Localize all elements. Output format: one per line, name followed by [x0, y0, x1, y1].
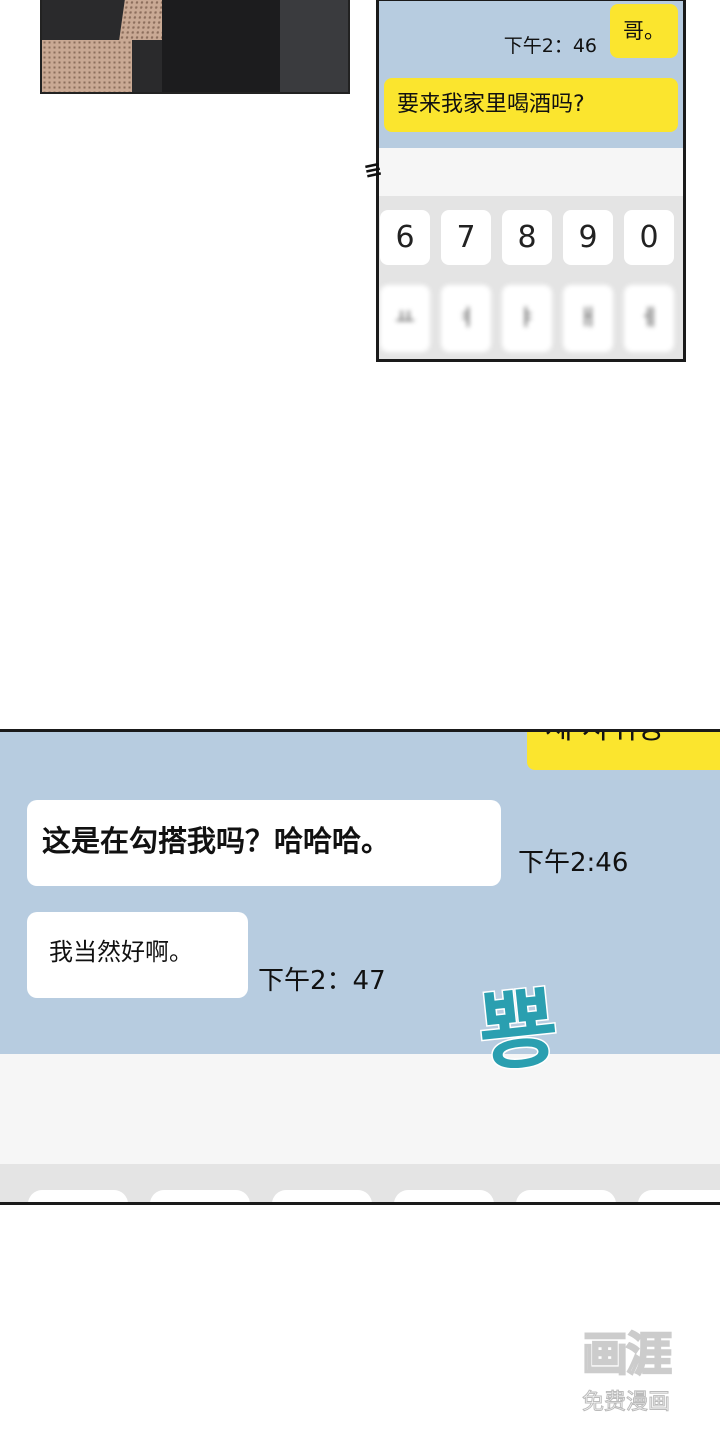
message-bubble-cropped: 세 자취방	[527, 732, 720, 770]
keyboard-key[interactable]	[638, 1190, 720, 1202]
key-0[interactable]: 0	[624, 210, 674, 265]
key-6[interactable]: 6	[380, 210, 430, 265]
chat-area: 세 자취방 这是在勾搭我吗？哈哈哈。 下午2:46 我当然好啊。 下午2：47	[0, 732, 720, 1054]
key-blurred[interactable]: ㅛ	[380, 285, 430, 352]
key-7[interactable]: 7	[441, 210, 491, 265]
key-blurred[interactable]: ㅐ	[563, 285, 613, 352]
keyboard-key[interactable]	[28, 1190, 128, 1202]
message-time: 下午2：46	[503, 35, 597, 57]
keyboard-key[interactable]	[150, 1190, 250, 1202]
comic-panel-photo	[40, 0, 350, 94]
message-bubble: 哥。	[610, 4, 678, 58]
key-blurred[interactable]: ㅔ	[624, 285, 674, 352]
phone-screen-panel: 下午2：46 哥。 要来我家里喝酒吗? 6 7 8 9 0 ㅛ ㅕ ㅑ ㅐ ㅔ	[376, 0, 686, 362]
watermark-caption: 免费漫画	[581, 1390, 670, 1416]
message-bubble: 这是在勾搭我吗？哈哈哈。	[27, 800, 501, 886]
message-time: 下午2：47	[258, 966, 386, 996]
chat-panel: 세 자취방 这是在勾搭我吗？哈哈哈。 下午2:46 我当然好啊。 下午2：47	[0, 729, 720, 1205]
message-input[interactable]	[0, 1054, 720, 1164]
keyboard-key[interactable]	[272, 1190, 372, 1202]
key-blurred[interactable]: ㅕ	[441, 285, 491, 352]
message-bubble: 我当然好啊。	[27, 912, 248, 998]
key-8[interactable]: 8	[502, 210, 552, 265]
key-9[interactable]: 9	[563, 210, 613, 265]
watermark-logo: 画涯	[581, 1326, 673, 1382]
message-input[interactable]	[379, 148, 683, 196]
sound-effect: 뿅	[472, 976, 564, 1087]
message-time: 下午2:46	[518, 848, 629, 878]
keyboard-key[interactable]	[516, 1190, 616, 1202]
keyboard-key[interactable]	[394, 1190, 494, 1202]
key-blurred[interactable]: ㅑ	[502, 285, 552, 352]
message-bubble: 要来我家里喝酒吗?	[384, 78, 678, 132]
watermark: 画涯 免费漫画	[566, 1318, 686, 1416]
chat-area: 下午2：46 哥。 要来我家里喝酒吗?	[379, 1, 683, 148]
